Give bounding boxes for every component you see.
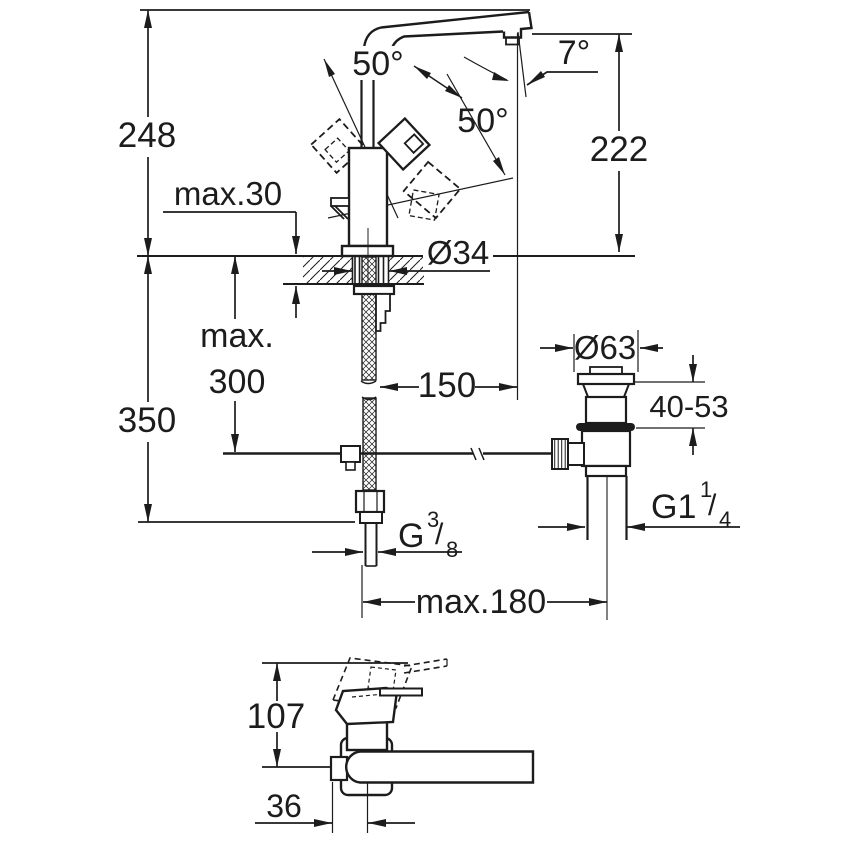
lever-neutral (360, 80, 375, 148)
svg-text:/: / (435, 518, 444, 551)
svg-text:1: 1 (700, 477, 712, 502)
dimension-labels: 248 350 max.30 Ø34 222 50° 50° 7° max. 3… (118, 34, 731, 824)
dim-overall-height: 248 (118, 116, 176, 155)
dim-faucet-to-waste-max: max.180 (416, 583, 546, 621)
rod-clamp (340, 445, 361, 463)
braided-hose-lower (362, 397, 377, 491)
side-tab (330, 197, 350, 220)
top-view-body (345, 720, 389, 752)
dim-lever-swing-left: 50° (352, 45, 403, 83)
waste-knurled-knob (551, 438, 569, 470)
dim-basin-clamp-range: 40-53 (649, 389, 728, 424)
dim-below-deck-max-value: 300 (209, 363, 266, 401)
dim-waste-flange-dia: Ø63 (574, 329, 636, 366)
dim-spout-outlet-height: 222 (590, 130, 648, 169)
svg-text:G1: G1 (651, 488, 696, 526)
lever-knob (376, 116, 432, 172)
dim-deck-max-thickness: max.30 (174, 175, 282, 212)
dim-below-deck-total: 350 (118, 401, 176, 440)
top-view-lever-bar (379, 687, 423, 697)
dimension-arrowheads (144, 10, 697, 827)
svg-text:3: 3 (427, 507, 439, 532)
waste-seal-ring (576, 423, 635, 431)
pop-up-waste-view (551, 366, 636, 620)
label-backgrounds (126, 46, 642, 732)
braided-hose-upper (361, 256, 377, 381)
dim-top-view-height: 107 (247, 697, 305, 736)
dim-below-deck-max-word: max. (200, 317, 274, 355)
supply-nut (354, 489, 386, 514)
mounting-stud (375, 293, 391, 332)
svg-text:/: / (708, 489, 717, 522)
dim-deck-hole-diameter: Ø34 (427, 234, 489, 271)
faucet-top-view (329, 657, 535, 797)
waste-upper-body (584, 395, 628, 425)
dim-spout-reach: 150 (418, 366, 476, 405)
svg-text:G: G (398, 517, 424, 555)
waste-collar (584, 464, 628, 478)
svg-text:8: 8 (446, 537, 458, 562)
mounting-washer (352, 284, 396, 296)
dim-top-view-offset: 36 (266, 788, 302, 824)
countertop (137, 255, 635, 285)
waste-lower-body (580, 429, 632, 468)
svg-text:4: 4 (719, 507, 731, 532)
waste-flange (576, 372, 636, 386)
top-view-spout (344, 750, 535, 784)
spout-angle-lines (463, 31, 527, 400)
spout (362, 10, 533, 49)
dim-waste-thread: G1 1 / 4 (651, 477, 731, 532)
dim-spout-tilt: 7° (558, 34, 591, 72)
dim-lever-swing-right: 50° (457, 102, 508, 140)
waste-rod-port (567, 442, 585, 466)
dim-supply-thread: G 3 / 8 (398, 507, 458, 562)
supply-hose-assembly (223, 228, 553, 567)
top-view-connector (329, 755, 349, 782)
